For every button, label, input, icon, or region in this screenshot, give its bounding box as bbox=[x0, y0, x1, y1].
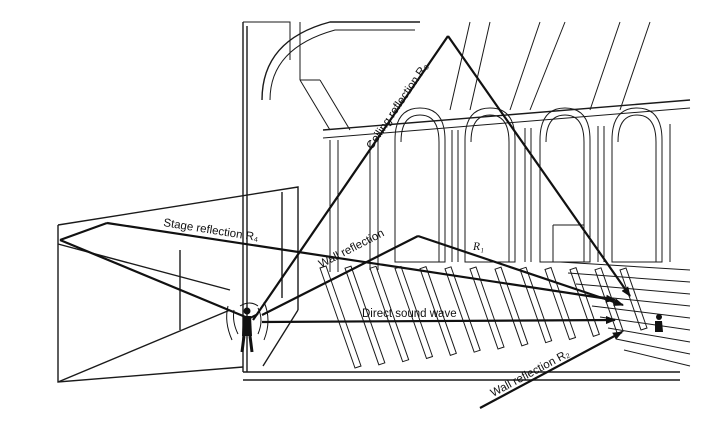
ceiling-ray-down bbox=[447, 35, 631, 297]
ceiling-ray-up bbox=[252, 35, 449, 321]
seat-row-far bbox=[623, 349, 691, 367]
wall-ray-out bbox=[417, 234, 624, 307]
stage-shell bbox=[57, 186, 680, 383]
r1-label: R₁ bbox=[472, 241, 484, 253]
stage-reflection-label: Stage reflection R₄ bbox=[163, 217, 260, 244]
seat-row bbox=[419, 266, 457, 356]
wall-ray-in bbox=[261, 235, 419, 316]
wall2-ray bbox=[479, 331, 623, 409]
wall-reflection-r2-label: Wall reflection R₂ bbox=[489, 348, 572, 400]
listener-figure bbox=[655, 314, 663, 332]
seat-row bbox=[319, 265, 362, 369]
seat-row bbox=[469, 266, 505, 350]
seat-row bbox=[444, 266, 481, 353]
seat-row-far bbox=[575, 283, 691, 295]
arched-windows bbox=[329, 107, 671, 272]
seat-row bbox=[569, 267, 600, 337]
seat-row-far bbox=[567, 272, 691, 283]
seat-row-far bbox=[607, 327, 691, 343]
violinist-figure bbox=[226, 301, 269, 353]
ceiling-reflection-label: Ceiling reflection R₃ bbox=[365, 61, 432, 152]
seat-row-far bbox=[615, 338, 691, 355]
stage-ray-in bbox=[59, 238, 249, 320]
seating-rows bbox=[319, 261, 691, 369]
hall-architecture bbox=[57, 21, 691, 383]
direct-sound-ray bbox=[261, 316, 616, 325]
sound-wave-rings bbox=[226, 301, 269, 341]
seat-row bbox=[344, 265, 386, 366]
seat-row bbox=[619, 267, 648, 331]
seat-row bbox=[544, 266, 577, 341]
direct-sound-label: Direct sound wave bbox=[362, 308, 457, 320]
seat-row-far bbox=[591, 305, 691, 319]
sound-rays bbox=[59, 35, 631, 409]
stage-ray-mid bbox=[59, 221, 108, 242]
seat-row-far bbox=[559, 261, 691, 271]
seat-row bbox=[369, 265, 410, 363]
stage-ray-out bbox=[106, 221, 616, 303]
